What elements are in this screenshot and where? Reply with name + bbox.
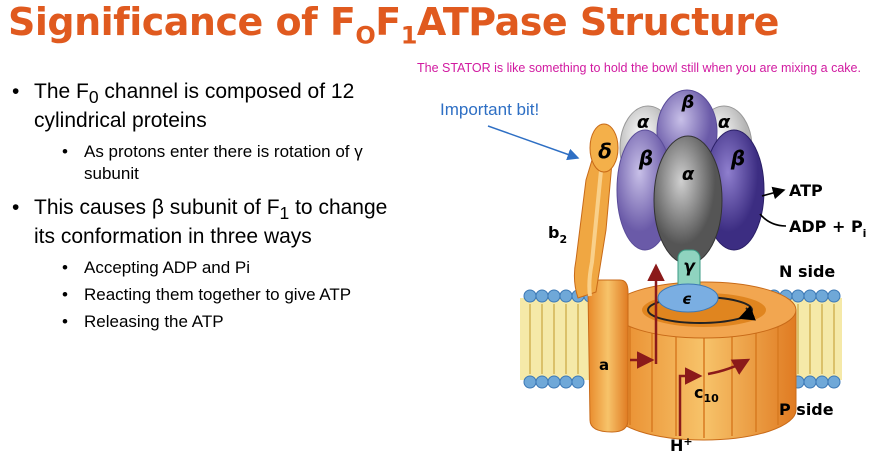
label-atp: ATP (789, 181, 823, 200)
delta-subunit (589, 123, 619, 173)
label-adp-pi: ADP + Pi (789, 217, 866, 240)
label-n-side: N side (779, 262, 835, 281)
label-beta-right: β (730, 146, 745, 170)
label-delta: δ (598, 139, 612, 163)
label-b2: b2 (548, 223, 567, 246)
label-gamma: γ (683, 257, 696, 277)
label-alpha-right: α (718, 112, 731, 133)
proton-path-arrows (630, 263, 751, 436)
bullet-fo-channel: •The F0 channel is composed of 12 cylind… (12, 80, 355, 133)
bullet-releasing: •Releasing the ATP (62, 312, 224, 332)
epsilon-subunit (657, 283, 719, 313)
label-alpha-left: α (637, 112, 650, 133)
label-c10: c10 (694, 383, 719, 405)
bullet-accepting: •Accepting ADP and Pi (62, 258, 251, 278)
important-arrow (487, 125, 580, 161)
label-p-side: P side (779, 400, 834, 419)
bullet-list: •The F0 channel is composed of 12 cylind… (12, 80, 412, 338)
bullet-gamma-rotation: •As protons enter there is rotation of γ… (62, 142, 363, 184)
label-beta-top: β (681, 92, 695, 113)
page-title: Significance of FOF1ATPase Structure (8, 0, 779, 50)
label-beta-left: β (638, 146, 653, 170)
bullet-reacting: •Reacting them together to give ATP (62, 285, 352, 305)
f1-head (616, 89, 765, 265)
label-alpha-center: α (682, 164, 695, 185)
label-epsilon: ϵ (682, 290, 692, 308)
label-a: a (599, 356, 609, 374)
bullet-beta-conformation: •This causes β subunit of F1 to change i… (12, 196, 388, 249)
label-h-plus: H+ (670, 435, 693, 455)
important-label: Important bit! (440, 100, 540, 119)
stator-note: The STATOR is like something to hold the… (417, 61, 861, 75)
